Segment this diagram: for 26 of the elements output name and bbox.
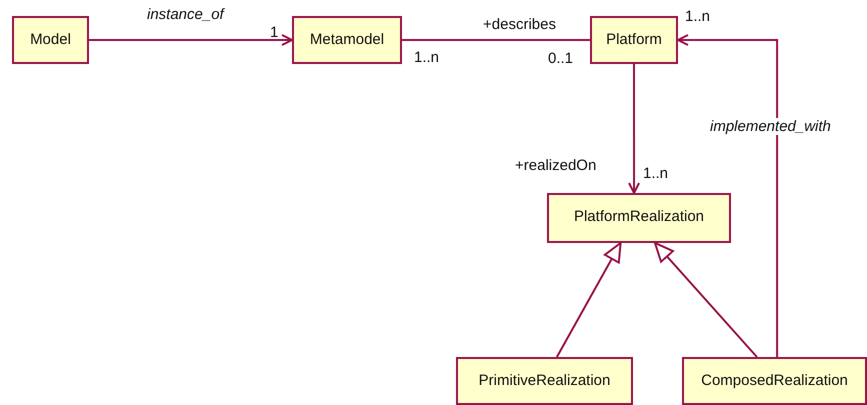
association-line — [402, 39, 590, 41]
edge-label: implemented_with — [709, 118, 832, 135]
multiplicity-label: 1 — [270, 24, 278, 41]
class-name: PlatformRealization — [574, 208, 704, 225]
generalization-arrow — [654, 242, 758, 358]
class-box — [682, 357, 867, 405]
role-name: +realizedOn — [515, 157, 596, 174]
class-box — [590, 16, 678, 64]
class-name: PrimitiveRealization — [478, 372, 610, 389]
class-name: Metamodel — [310, 31, 384, 48]
multiplicity-label: 1..n — [414, 49, 440, 66]
class-box — [12, 16, 89, 64]
arrow — [628, 64, 640, 194]
arrow — [89, 34, 293, 46]
multiplicity-label: 1..n — [685, 8, 710, 25]
class-box — [456, 357, 633, 405]
multiplicity-label: 1..n — [643, 165, 668, 182]
class-name: ComposedRealization — [701, 372, 848, 389]
edge-label: instance_of — [146, 6, 225, 23]
class-name: Model — [30, 31, 71, 48]
class-box — [292, 16, 402, 64]
class-name: Platform — [606, 31, 662, 48]
multiplicity-label: 0..1 — [548, 50, 574, 67]
arrow — [677, 34, 778, 357]
class-box — [547, 193, 731, 243]
generalization-arrow — [556, 242, 622, 358]
